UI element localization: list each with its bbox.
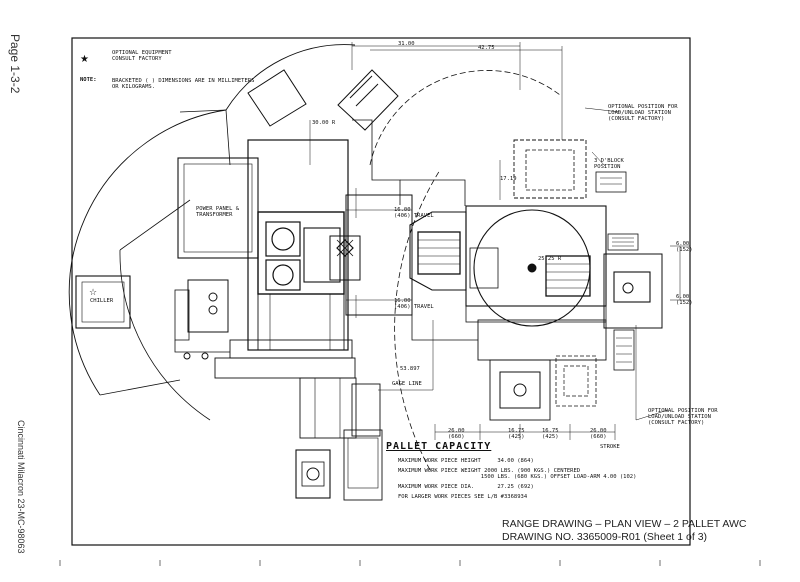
- dim-radius-30: 30.00 R: [312, 120, 336, 126]
- dim-31: 31.00: [398, 41, 415, 47]
- chiller-box: [75, 275, 131, 329]
- pallet-capacity-line: MAXIMUM WORK PIECE HEIGHT 34.00 (864): [398, 458, 534, 464]
- drawing-title: RANGE DRAWING – PLAN VIEW – 2 PALLET AWC: [502, 518, 747, 530]
- dim-travel-a: 16.00 (406) TRAVEL: [394, 207, 434, 219]
- dim-bottom-16-75-a: 16.75 (425): [508, 428, 525, 440]
- drawing-number: DRAWING NO. 3365009-R01 (Sheet 1 of 3): [502, 531, 708, 543]
- pallet-capacity-line: MAXIMUM WORK PIECE DIA. 27.25 (692): [398, 484, 534, 490]
- gage-line-label: GAGE LINE: [392, 381, 422, 387]
- dim-25-25: 25.25 R: [538, 256, 562, 262]
- optional-station-top: [513, 139, 587, 199]
- margin-ticks: [59, 560, 761, 566]
- pallet-swing-arc-bottom: [394, 169, 441, 471]
- chip-conveyor: [299, 377, 357, 439]
- power-panel-label: POWER PANEL & TRANSFORMER: [196, 206, 240, 218]
- dim-bottom-16-75-b: 16.75 (425): [542, 428, 559, 440]
- dimension-lines: [309, 42, 690, 440]
- door-swing-arc-left: [68, 109, 227, 396]
- note-label: NOTE:: [80, 77, 97, 83]
- optional-box-top-left: [247, 69, 307, 127]
- drawing-border: [71, 37, 691, 546]
- table-ways: [345, 194, 413, 316]
- optional-station-bottom: [489, 359, 551, 421]
- dim-6-a: 6.00 (152): [676, 241, 693, 253]
- pallet-capacity-line: 1500 LBS. (680 KGS.) OFFSET LOAD-ARM 4.0…: [398, 474, 637, 480]
- star-symbol-legend: ★: [80, 54, 89, 65]
- publication-number: Cincinnati Milacron 23-MC-98063: [16, 420, 26, 554]
- dim-6-b: 6.00 (152): [676, 294, 693, 306]
- stroke-label: STROKE: [600, 444, 620, 450]
- optional-position-bottom-label: OPTIONAL POSITION FOR LOAD/UNLOAD STATIO…: [648, 408, 718, 426]
- pallet-capacity-title: PALLET CAPACITY: [386, 441, 492, 452]
- pallet-capacity-line: MAXIMUM WORK PIECE WEIGHT 2000 LBS. (900…: [398, 468, 581, 474]
- note-text: BRACKETED ( ) DIMENSIONS ARE IN MILLIMET…: [112, 78, 255, 90]
- optional-equipment-note: OPTIONAL EQUIPMENT CONSULT FACTORY: [112, 50, 172, 62]
- dim-bottom-26-a: 26.00 (660): [448, 428, 465, 440]
- optional-box-top-right: [337, 69, 399, 131]
- star-symbol-chiller: ☆: [89, 288, 97, 298]
- pallet-swing-arc-top: [369, 70, 561, 166]
- door-swing-arc-top: [225, 44, 356, 111]
- dim-17-19: 17.19: [500, 176, 517, 182]
- page-number-label: Page 1-3-2: [8, 34, 22, 94]
- coolant-unit: [187, 279, 229, 333]
- machine-base: [247, 139, 349, 351]
- dim-42-75: 42.75: [478, 45, 495, 51]
- dim-53-897: 53.897: [400, 366, 420, 372]
- dim-bottom-26-b: 26.00 (660): [590, 428, 607, 440]
- pallet-capacity-line: FOR LARGER WORK PIECES SEE L/B #3368934: [398, 494, 528, 500]
- dim-travel-b: 16.00 (406) TRAVEL: [394, 298, 434, 310]
- chiller-label: CHILLER: [90, 298, 114, 304]
- optional-position-top-label: OPTIONAL POSITION FOR LOAD/UNLOAD STATIO…: [608, 104, 678, 122]
- pallet-2: [545, 255, 591, 297]
- door-arc-lower: [119, 249, 211, 421]
- chip-bin: [295, 449, 331, 499]
- power-panel-box: [177, 157, 259, 259]
- block-position-label: 3 D'BLOCK POSITION: [594, 158, 624, 170]
- load-station-right: [603, 253, 663, 329]
